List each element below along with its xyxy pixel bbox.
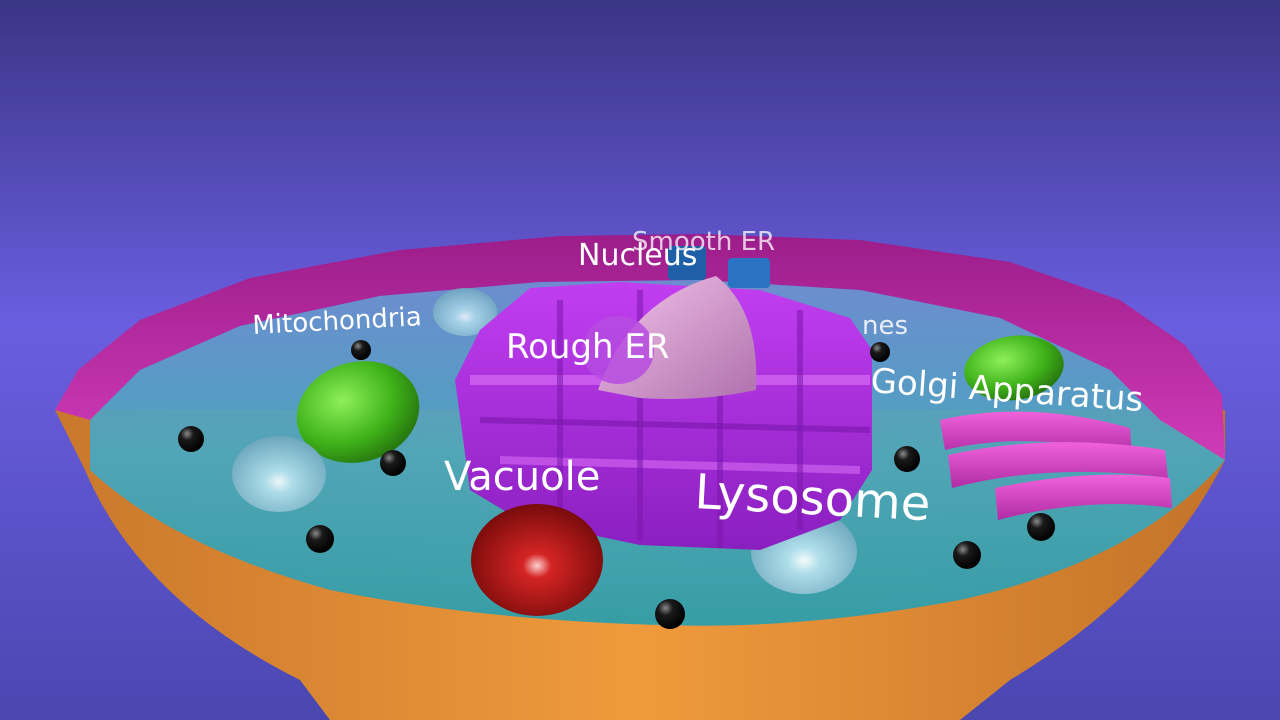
ribosome bbox=[953, 541, 981, 569]
mitochondrion-left bbox=[296, 361, 420, 463]
lysosome-sphere-back bbox=[433, 288, 497, 336]
ribosome bbox=[380, 450, 406, 476]
ribosome bbox=[178, 426, 204, 452]
nucleolus bbox=[582, 316, 654, 384]
ribosome bbox=[351, 340, 371, 360]
golgi-apparatus bbox=[940, 411, 1172, 520]
vacuole bbox=[471, 504, 603, 616]
label-smooth-er: Smooth ER bbox=[632, 227, 775, 257]
label-ribosomes-partial: nes bbox=[862, 311, 908, 341]
rough-er bbox=[455, 282, 872, 550]
ribosome bbox=[1027, 513, 1055, 541]
mitochondrion-right bbox=[964, 335, 1064, 401]
ribosome bbox=[655, 599, 685, 629]
label-vacuole: Vacuole bbox=[444, 454, 600, 500]
ribosome bbox=[870, 342, 890, 362]
label-nucleus: Nucleus bbox=[578, 238, 697, 273]
label-lysosome: Lysosome bbox=[693, 464, 931, 532]
ribosome bbox=[894, 446, 920, 472]
membrane-rim bbox=[55, 234, 1225, 460]
smooth-er bbox=[668, 246, 770, 288]
ribosomes bbox=[178, 340, 1055, 629]
lysosome-sphere-left bbox=[232, 436, 326, 512]
ribosome bbox=[306, 525, 334, 553]
label-rough-er: Rough ER bbox=[506, 327, 670, 367]
